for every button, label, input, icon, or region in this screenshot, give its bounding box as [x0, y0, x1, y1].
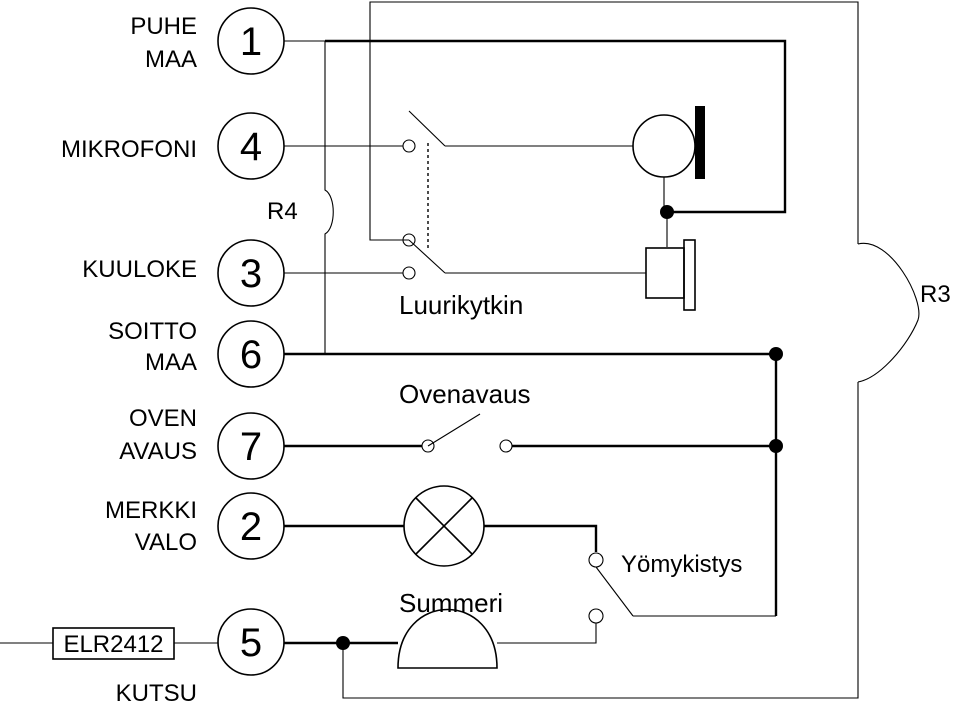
elr2412-label: ELR2412 — [63, 631, 163, 658]
night-lock-contact-upper — [588, 552, 604, 568]
label-soitto: SOITTO — [108, 318, 197, 345]
terminal-number-4: 4 — [240, 125, 262, 169]
label-oven: OVEN — [129, 405, 197, 432]
terminal-number-2: 2 — [240, 505, 262, 549]
buzzer — [397, 608, 498, 669]
indicator-lamp — [403, 485, 485, 567]
terminal-3: 3 — [217, 239, 285, 307]
label-valo: VALO — [135, 529, 197, 556]
door-switch-contact-left — [421, 439, 435, 453]
door-switch-contact-right — [499, 439, 513, 453]
label-merkki: MERKKI — [105, 497, 197, 524]
wire-puhe-maa — [284, 39, 787, 354]
door-switch-label: Ovenavaus — [399, 379, 531, 409]
elr2412-box: ELR2412 — [0, 627, 218, 660]
label-mikrofoni: MIKROFONI — [61, 136, 197, 163]
terminal-4: 4 — [217, 112, 285, 180]
receiver-diaphragm — [695, 106, 705, 179]
wire-soitto-maa — [284, 347, 783, 617]
terminal-number-7: 7 — [240, 425, 262, 469]
terminal-number-6: 6 — [240, 333, 262, 377]
terminal-number-1: 1 — [240, 20, 262, 64]
wire-merkki-valo — [284, 485, 604, 568]
receiver-capsule — [632, 106, 705, 247]
terminal-1: 1 — [217, 7, 285, 75]
night-lock-label: Yömykistys — [621, 551, 742, 578]
terminal-labels: PUHE MAA MIKROFONI KUULOKE SOITTO MAA OV… — [61, 13, 197, 707]
label-puhe: PUHE — [130, 13, 197, 40]
terminal-6: 6 — [217, 320, 285, 388]
terminal-7: 7 — [217, 412, 285, 480]
r4-label: R4 — [267, 198, 298, 225]
wire-mikrofoni — [284, 110, 633, 153]
label-kuuloke: KUULOKE — [82, 256, 197, 283]
hook-switch-label: Luurikytkin — [399, 290, 523, 320]
junction-dot-5 — [336, 636, 350, 650]
label-soitto-maa: MAA — [145, 349, 197, 376]
wire-inner-loop — [342, 1, 920, 699]
wire-kutsu — [284, 608, 498, 669]
label-avaus: AVAUS — [119, 438, 197, 465]
r3-label: R3 — [920, 281, 951, 308]
junction-dot-7 — [769, 439, 783, 453]
terminal-2: 2 — [217, 492, 285, 560]
wire-kuuloke — [284, 239, 646, 280]
terminal-number-3: 3 — [240, 252, 262, 296]
hook-switch-upper-contact — [402, 233, 416, 247]
night-lock-switch — [497, 566, 634, 644]
wire-oven-avaus — [284, 413, 783, 453]
terminal-circles: 1 4 3 6 7 2 5 — [217, 7, 285, 676]
night-lock-contact-lower — [588, 608, 604, 624]
label-maa: MAA — [145, 46, 197, 73]
label-kutsu: KUTSU — [116, 680, 197, 707]
buzzer-label: Summeri — [399, 588, 503, 618]
terminal-5: 5 — [217, 608, 285, 676]
terminal-number-5: 5 — [240, 621, 262, 665]
earphone-capsule — [645, 239, 696, 311]
